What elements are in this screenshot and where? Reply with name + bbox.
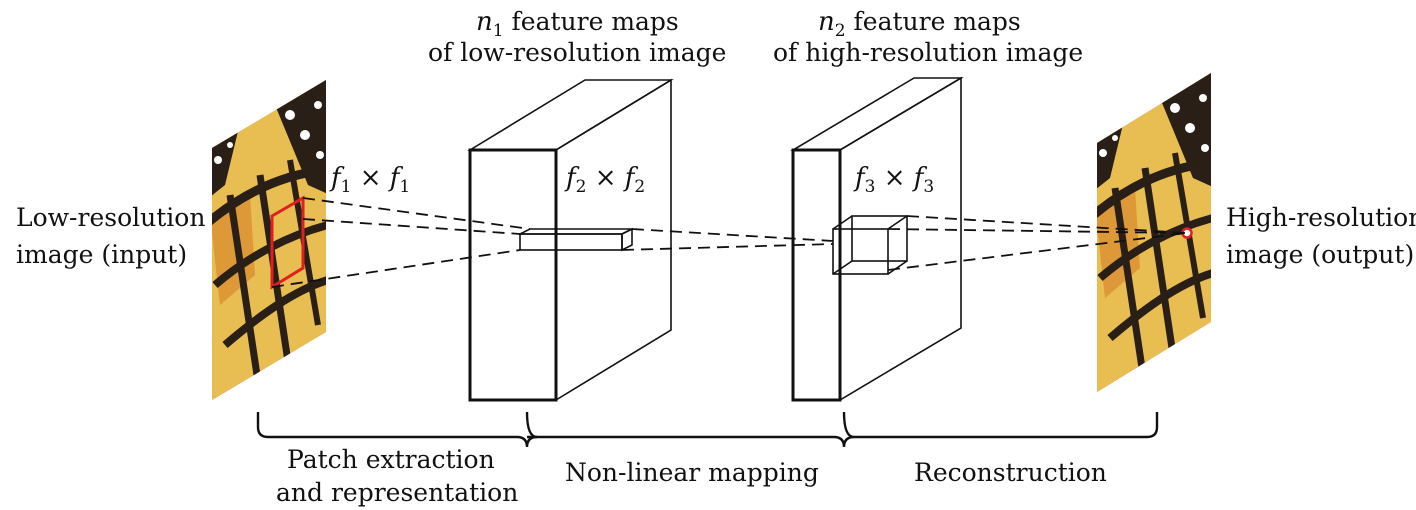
output-label-line1: High-resolution	[1226, 203, 1416, 232]
input-image	[175, 70, 355, 435]
projection-lines	[271, 197, 1188, 288]
feature-block-1	[467, 78, 674, 402]
stage1-label-line1: Patch extraction	[287, 445, 495, 474]
stage2-label: Non-linear mapping	[565, 458, 819, 487]
input-label-line2: image (input)	[16, 240, 187, 269]
input-patch	[270, 195, 305, 290]
feature-block-2	[790, 76, 964, 402]
n2-label: n2 feature maps	[818, 7, 1021, 41]
input-label-line1: Low-resolution	[16, 203, 205, 232]
f2-label: f2 × f2	[564, 163, 645, 197]
stage1-label-line2: and representation	[276, 478, 518, 507]
filter-f3-cube	[832, 215, 908, 275]
f1-label: f1 × f1	[329, 163, 410, 197]
stage-braces	[256, 411, 1159, 448]
n1-label-line2: of low-resolution image	[428, 38, 726, 67]
n1-label: n1 feature maps	[476, 7, 679, 41]
stage3-label: Reconstruction	[914, 458, 1107, 487]
f3-label: f3 × f3	[853, 163, 934, 197]
output-label-line2: image (output)	[1226, 240, 1414, 269]
filter-f2-bar	[519, 227, 633, 252]
n2-label-line2: of high-resolution image	[773, 38, 1083, 67]
